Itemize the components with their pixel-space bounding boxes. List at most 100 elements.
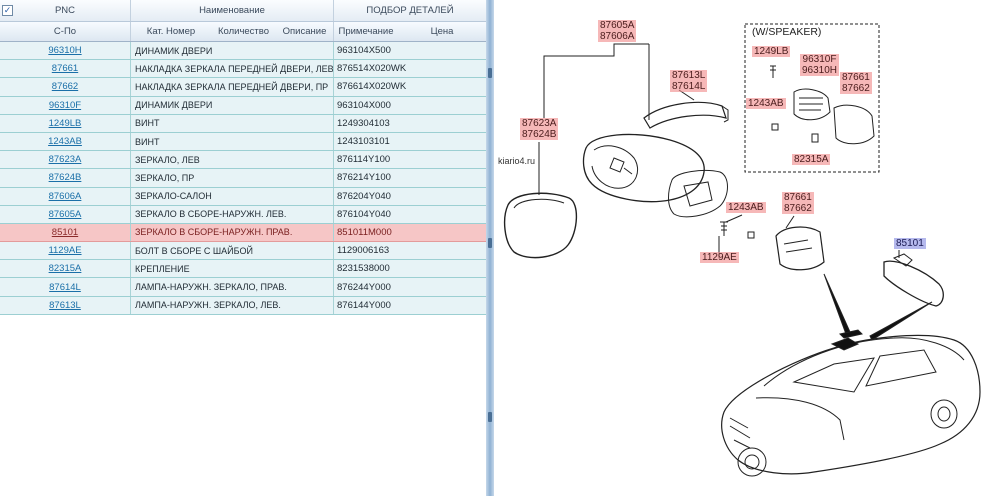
inside-mirror-mount	[892, 253, 913, 267]
part-name-cell: ЗЕРКАЛО, ПР	[131, 169, 334, 187]
callout-87661-lower[interactable]: 87661 87662	[782, 192, 814, 214]
parts-diagram-drawing	[503, 23, 981, 477]
callout-label: 87605A	[600, 20, 635, 31]
car-roofline	[763, 337, 965, 387]
pnc-header-label: PNC	[54, 5, 76, 16]
pnc-link[interactable]: 1129AE	[0, 242, 131, 260]
part-name-cell: КРЕПЛЕНИЕ	[131, 260, 334, 278]
table-header-group-row: ✓ PNC Наименование ПОДБОР ДЕТАЛЕЙ	[0, 0, 486, 22]
from-to-column-header[interactable]: С-По	[0, 22, 131, 41]
selection-column-header[interactable]: ПОДБОР ДЕТАЛЕЙ	[334, 0, 486, 21]
note-column-header[interactable]: Примечание	[334, 22, 398, 41]
part-name-cell: ЛАМПА-НАРУЖН. ЗЕРКАЛО, ЛЕВ.	[131, 296, 334, 314]
part-number-cell: 1249304103	[337, 117, 390, 129]
car-wheel-front	[737, 447, 767, 477]
mirror-cover-shape	[775, 226, 825, 271]
part-number-cell: 963104X500	[337, 45, 391, 57]
speaker-grille	[799, 97, 823, 111]
pnc-link[interactable]: 87614L	[0, 278, 131, 296]
quantity-column-header[interactable]: Количество	[211, 22, 276, 41]
screw-1243ab-upper	[771, 123, 779, 131]
screw-1249lb	[770, 65, 776, 78]
pnc-link[interactable]: 87605A	[0, 205, 131, 223]
panel-splitter[interactable]	[486, 0, 494, 496]
part-name-cell: ЛАМПА-НАРУЖН. ЗЕРКАЛО, ПРАВ.	[131, 278, 334, 296]
pnc-link[interactable]: 1243AB	[0, 132, 131, 151]
pnc-link[interactable]: 87661	[0, 60, 131, 78]
part-name-cell: ЗЕРКАЛО В СБОРЕ-НАРУЖН. ПРАВ.	[131, 223, 334, 242]
part-name-cell: ДИНАМИК ДВЕРИ	[131, 42, 334, 60]
mirror-base-shape	[668, 169, 728, 218]
callout-label: 82315A	[794, 154, 829, 165]
callout-96310f[interactable]: 96310F 96310H	[800, 54, 840, 76]
pnc-link[interactable]: 96310F	[0, 96, 131, 114]
part-name-cell: ВИНТ	[131, 114, 334, 132]
part-name-cell: ВИНТ	[131, 132, 334, 151]
pnc-link[interactable]: 96310H	[0, 42, 131, 60]
name-column-header[interactable]: Наименование	[131, 0, 334, 21]
car-window-front	[792, 357, 875, 393]
catalog-number-label: Кат. Номер	[146, 26, 196, 37]
car-wheel-front-hub	[744, 454, 760, 470]
description-column-header[interactable]: Описание	[276, 22, 334, 41]
part-name-cell: ДИНАМИК ДВЕРИ	[131, 96, 334, 114]
description-label: Описание	[282, 26, 327, 37]
pnc-link[interactable]: 87623A	[0, 151, 131, 169]
pnc-link[interactable]: 87613L	[0, 296, 131, 314]
part-name-cell: НАКЛАДКА ЗЕРКАЛА ПЕРЕДНЕЙ ДВЕРИ, ПР	[131, 78, 334, 96]
callout-1129ae[interactable]: 1129AE	[700, 252, 739, 263]
callout-87661-upper[interactable]: 87661 87662	[840, 72, 872, 94]
car-wheel-rear-hub	[937, 406, 951, 422]
callout-label: 1243AB	[728, 202, 764, 213]
callout-1249lb[interactable]: 1249LB	[752, 46, 791, 57]
catalog-number-column-header[interactable]: Кат. Номер	[131, 22, 211, 41]
pointer-to-mirror	[823, 273, 851, 335]
callout-87613l[interactable]: 87613L 87614L	[670, 70, 708, 92]
callout-1243ab-upper[interactable]: 1243AB	[746, 98, 786, 109]
parts-table-panel: ✓ PNC Наименование ПОДБОР ДЕТАЛЕЙ С-По К…	[0, 0, 486, 496]
callout-87623a[interactable]: 87623A 87624B	[520, 118, 559, 140]
mirror-cover-detail	[783, 239, 813, 253]
pnc-link[interactable]: 1249LB	[0, 114, 131, 132]
pnc-link[interactable]: 82315A	[0, 260, 131, 278]
pnc-link[interactable]: 85101	[0, 223, 131, 242]
pnc-column-header[interactable]: ✓ PNC	[0, 0, 131, 21]
part-name-cell: ЗЕРКАЛО-САЛОН	[131, 187, 334, 205]
leader-line-1243ab	[725, 214, 743, 223]
pnc-link[interactable]: 87624B	[0, 169, 131, 187]
pnc-link[interactable]: 87662	[0, 78, 131, 96]
speaker-96310-shape	[793, 88, 831, 121]
price-column-header[interactable]: Цена	[398, 22, 486, 41]
table-header-row: С-По Кат. Номер Количество Описание Прим…	[0, 22, 486, 42]
car-wheel-rear	[930, 399, 958, 429]
mirror-housing-motor	[591, 145, 638, 189]
pnc-link[interactable]: 87606A	[0, 187, 131, 205]
callout-label: 87661	[784, 192, 812, 203]
callout-82315a[interactable]: 82315A	[792, 154, 831, 165]
callout-1243ab-lower[interactable]: 1243AB	[726, 202, 766, 213]
callout-85101[interactable]: 85101	[894, 238, 926, 249]
callout-87605a[interactable]: 87605A 87606A	[598, 20, 637, 42]
car-mirror-mark	[830, 337, 860, 351]
part-name-cell: ЗЕРКАЛО, ЛЕВ	[131, 151, 334, 169]
part-number-cell: 876104Y040	[337, 208, 391, 220]
select-all-checkbox[interactable]: ✓	[2, 5, 13, 16]
mirror-glass-edge	[513, 198, 565, 209]
note-label: Примечание	[338, 26, 394, 37]
